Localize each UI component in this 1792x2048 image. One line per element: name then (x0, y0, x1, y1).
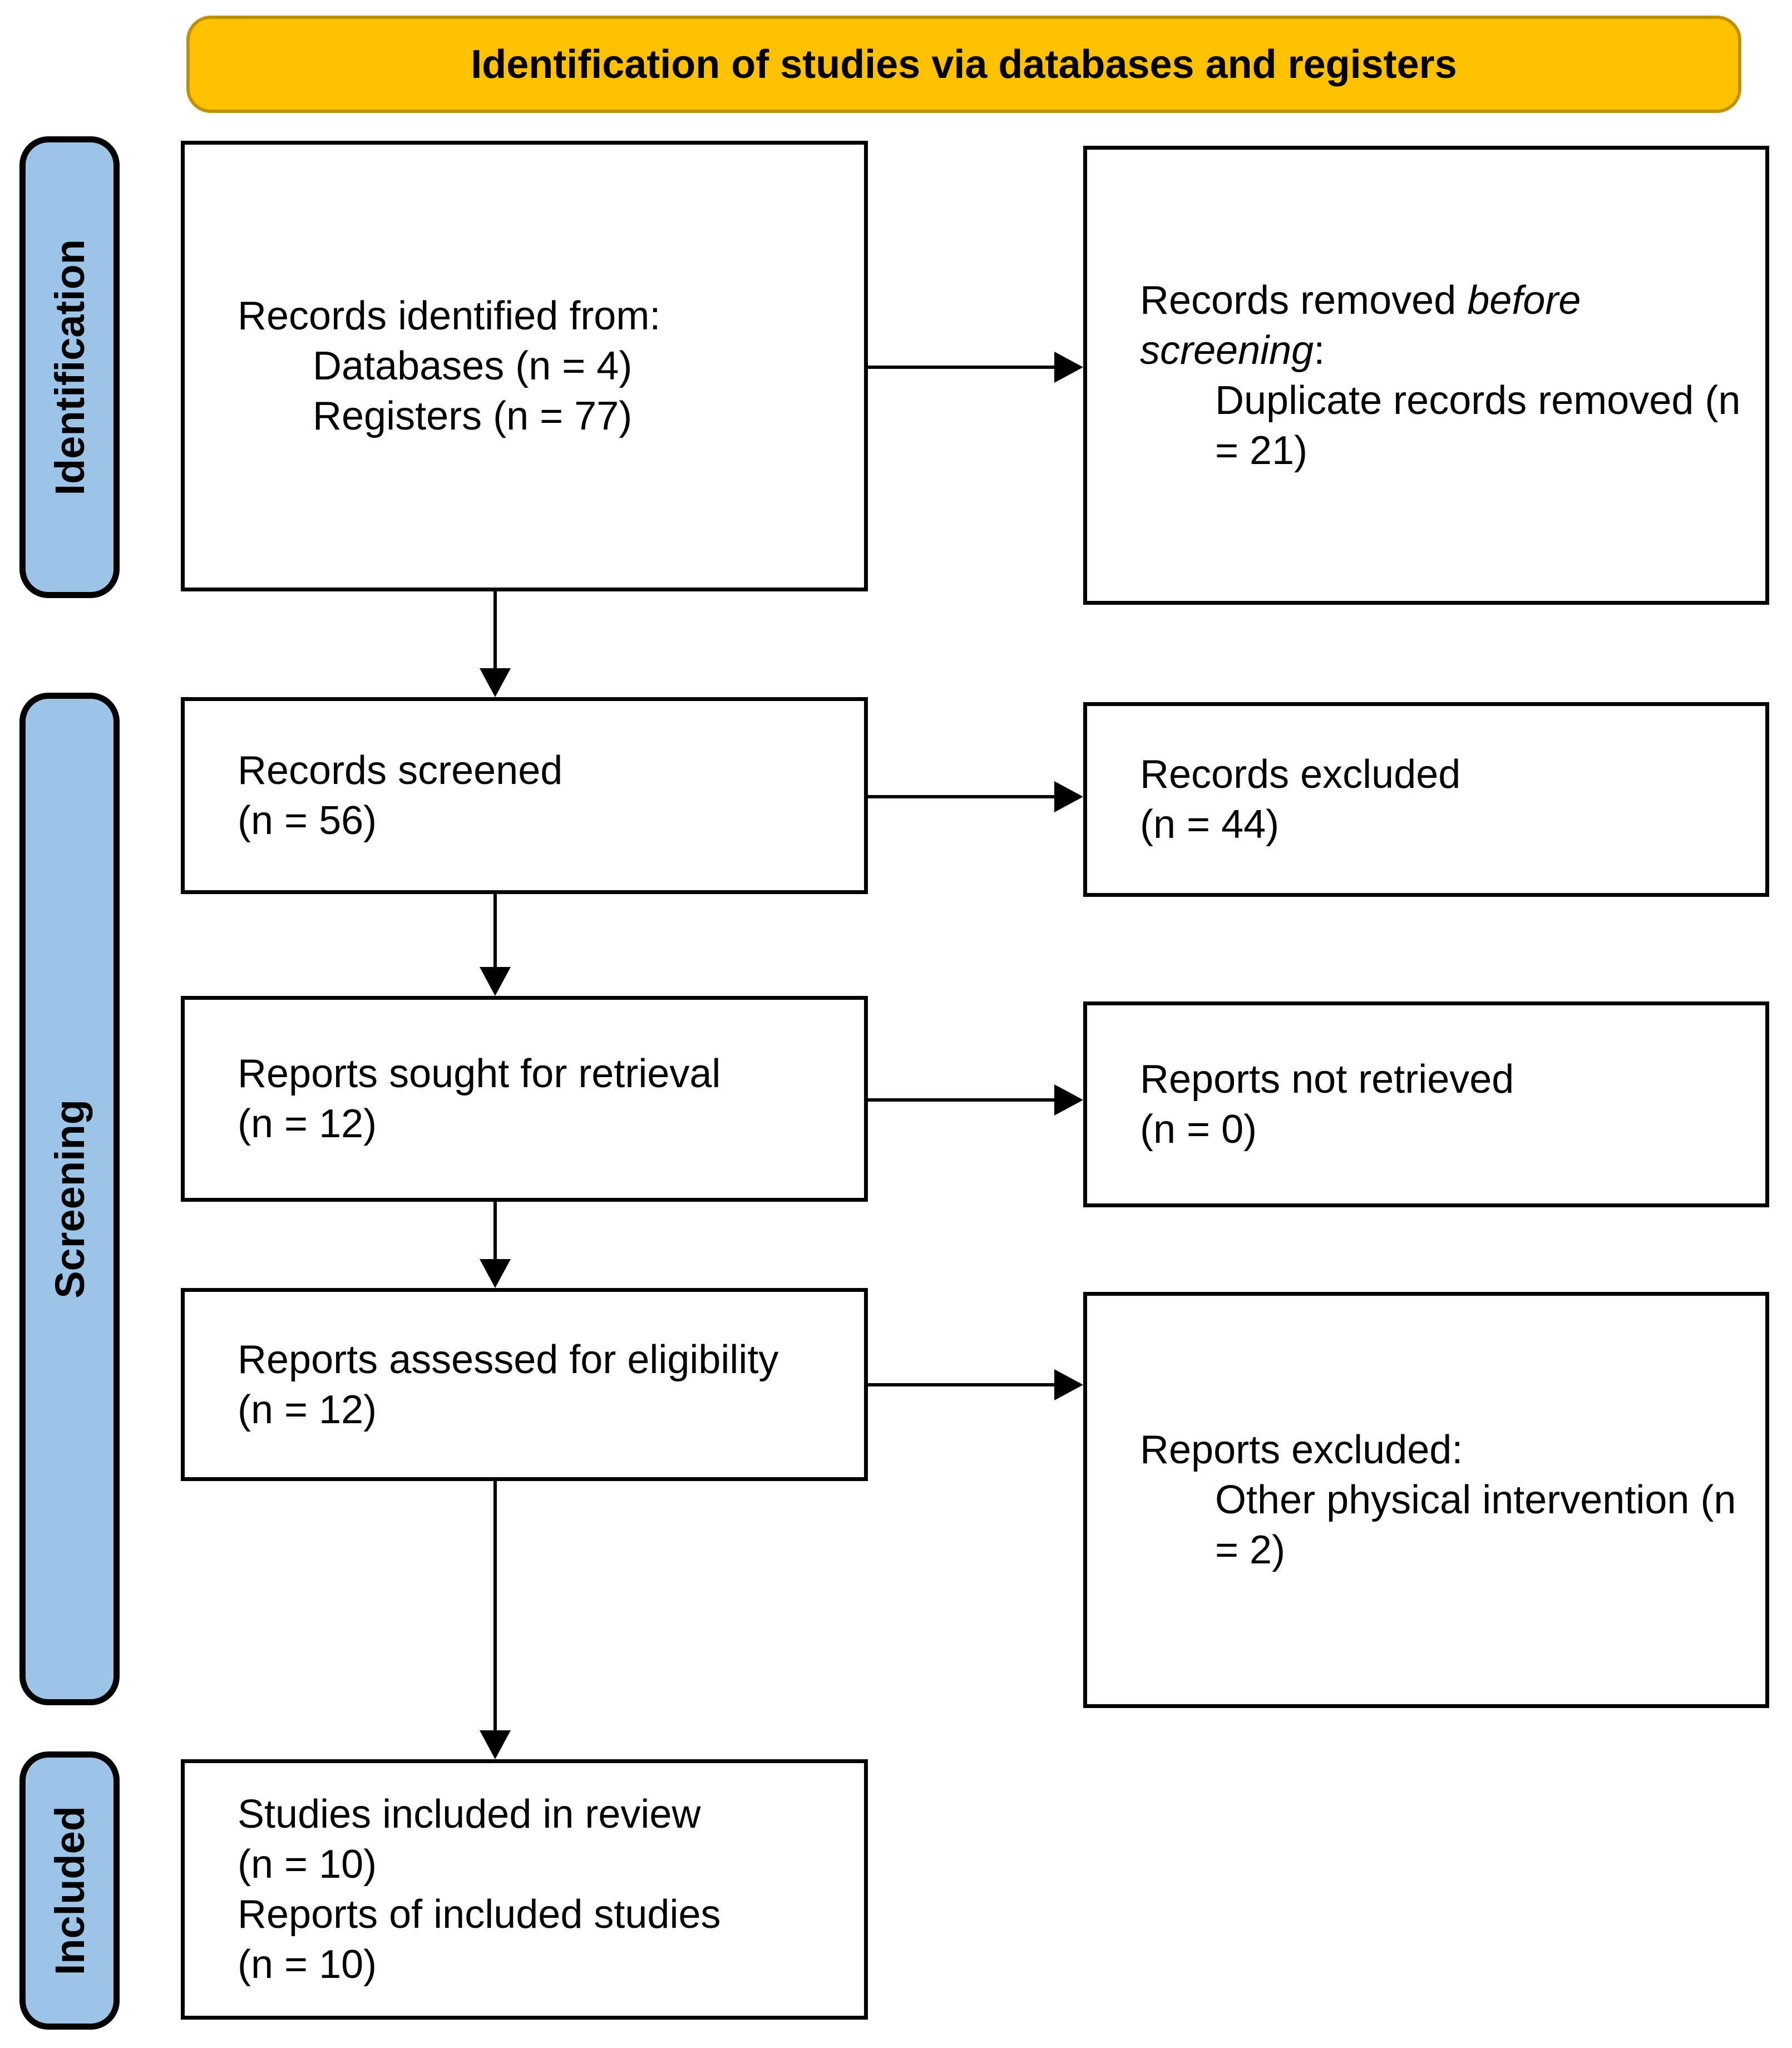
records-screened-box: Records screened (n = 56) (181, 697, 868, 894)
arrow-line (868, 366, 1057, 369)
box-text: : (1314, 328, 1325, 373)
box-line: Records identified from: (238, 294, 661, 338)
arrow-line (868, 795, 1057, 798)
box-line: Registers (n = 77) (313, 394, 633, 438)
arrow-line (493, 591, 497, 672)
stage-label-screening-text: Screening (46, 1099, 93, 1299)
stage-label-identification-text: Identification (46, 239, 93, 496)
box-line: (n = 12) (238, 1387, 377, 1432)
box-line: Records screened (238, 748, 563, 793)
arrow-line (868, 1383, 1057, 1386)
box-line: Reports sought for retrieval (238, 1052, 721, 1096)
box-line: (n = 10) (238, 1942, 377, 1987)
arrow-down-icon (480, 668, 511, 697)
studies-included-box: Studies included in review (n = 10) Repo… (181, 1759, 868, 2020)
banner-title: Identification of studies via databases … (186, 16, 1741, 113)
stage-label-included: Included (19, 1751, 120, 2030)
arrow-down-icon (480, 1730, 511, 1759)
arrow-right-icon (1054, 1369, 1083, 1400)
arrow-down-icon (480, 967, 511, 996)
box-text-italic: before screening (1140, 278, 1581, 373)
box-text: Records removed (1140, 278, 1468, 323)
box-line: (n = 0) (1140, 1107, 1257, 1152)
reports-sought-box: Reports sought for retrieval (n = 12) (181, 996, 868, 1202)
box-line: (n = 44) (1140, 802, 1280, 847)
box-line: Duplicate records removed (n = 21) (1215, 378, 1741, 473)
records-removed-box: Records removed before screening: Duplic… (1083, 146, 1769, 605)
arrow-right-icon (1054, 1084, 1083, 1116)
box-line: Reports assessed for eligibility (238, 1337, 779, 1382)
box-line: Databases (n = 4) (313, 344, 633, 388)
box-line: Studies included in review (238, 1792, 701, 1837)
box-line: Records excluded (1140, 752, 1461, 797)
box-line: (n = 10) (238, 1842, 377, 1887)
arrow-line (493, 1202, 497, 1261)
reports-excluded-box: Reports excluded: Other physical interve… (1083, 1292, 1769, 1708)
arrow-line (493, 894, 497, 970)
reports-not-retrieved-box: Reports not retrieved (n = 0) (1083, 1001, 1769, 1207)
box-line: Other physical intervention (n = 2) (1215, 1478, 1736, 1572)
arrow-down-icon (480, 1259, 511, 1288)
reports-assessed-box: Reports assessed for eligibility (n = 12… (181, 1288, 868, 1481)
box-line: (n = 56) (238, 798, 377, 843)
arrow-right-icon (1054, 352, 1083, 383)
box-line: Reports excluded: (1140, 1428, 1463, 1472)
stage-label-identification: Identification (19, 136, 120, 598)
records-excluded-box: Records excluded (n = 44) (1083, 702, 1769, 897)
box-line: Reports not retrieved (1140, 1057, 1514, 1102)
records-identified-box: Records identified from: Databases (n = … (181, 141, 868, 591)
arrow-line (493, 1481, 497, 1733)
box-line: (n = 12) (238, 1102, 377, 1146)
box-line: Reports of included studies (238, 1892, 721, 1937)
box-line: Records removed before screening: (1140, 275, 1743, 376)
banner-title-text: Identification of studies via databases … (471, 42, 1457, 87)
stage-label-included-text: Included (46, 1805, 93, 1976)
stage-label-screening: Screening (19, 693, 120, 1705)
arrow-line (868, 1098, 1057, 1102)
arrow-right-icon (1054, 781, 1083, 812)
